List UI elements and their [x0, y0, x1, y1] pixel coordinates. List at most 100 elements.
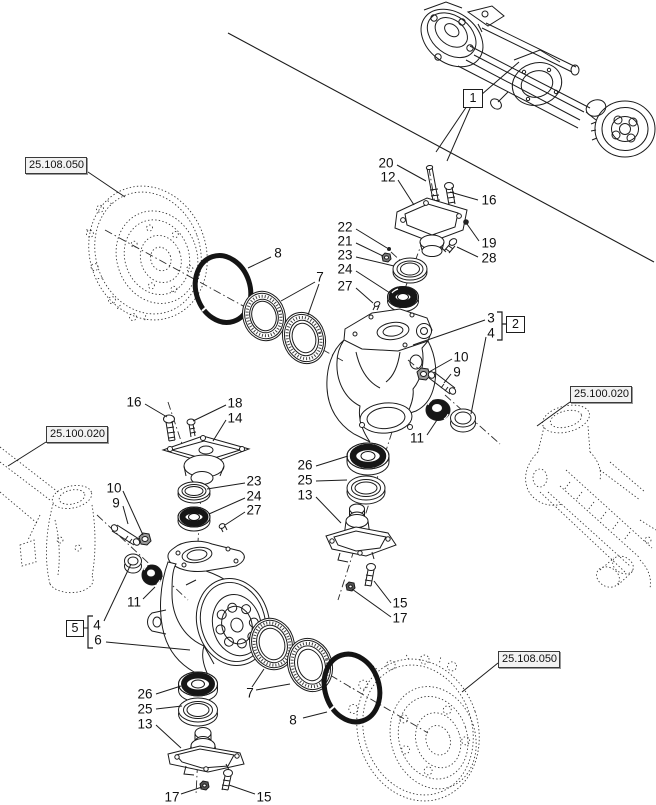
plug-27-top — [372, 301, 381, 311]
bearing-26-left — [178, 671, 218, 703]
callout-23: 23 — [337, 247, 353, 263]
axle-housing-phantom-right — [525, 404, 656, 589]
leader-line — [122, 490, 144, 536]
group-box-2[interactable]: 2 — [506, 316, 525, 333]
leader-line — [426, 419, 438, 436]
callout-17: 17 — [164, 789, 180, 805]
callout-15: 15 — [392, 595, 408, 611]
callout-23: 23 — [246, 473, 262, 489]
callout-18: 18 — [227, 395, 243, 411]
bracket-4-6 — [87, 615, 93, 649]
ref-box-25-108-050-bottom-right[interactable]: 25.108.050 — [498, 651, 560, 668]
seal-23-left — [177, 481, 211, 504]
leader-line — [280, 281, 316, 302]
leader-line — [396, 164, 427, 182]
leader-lines — [7, 61, 571, 795]
callout-7: 7 — [316, 269, 324, 285]
group-box-5[interactable]: 5 — [66, 620, 84, 637]
leader-line — [315, 479, 348, 482]
seal-rings-7-bottom — [249, 617, 334, 693]
callout-8: 8 — [289, 712, 297, 728]
upper-king-pin-cap-12 — [394, 197, 468, 257]
lower-king-pin-13-left — [167, 727, 245, 776]
leader-line — [122, 505, 129, 525]
king-pin-cap-14 — [161, 435, 251, 490]
lower-king-pin-13-right — [325, 503, 397, 563]
leader-line — [355, 242, 384, 257]
bolt-28 — [443, 238, 458, 254]
leader-line — [228, 784, 256, 795]
callout-10: 10 — [106, 480, 122, 496]
nut-17-right — [345, 581, 356, 592]
washer-22 — [387, 247, 391, 251]
leader-line — [144, 403, 168, 418]
callout-16: 16 — [126, 394, 142, 410]
ref-box-25-108-050-top-left[interactable]: 25.108.050 — [25, 157, 87, 174]
leader-line — [536, 401, 571, 427]
callout-15: 15 — [256, 789, 272, 805]
callout-26: 26 — [137, 686, 153, 702]
leader-line — [412, 319, 486, 346]
ref-box-25-100-020-right[interactable]: 25.100.020 — [570, 386, 632, 403]
group-box-1[interactable]: 1 — [463, 89, 483, 108]
leader-line — [446, 105, 472, 162]
callout-21: 21 — [337, 233, 353, 249]
callout-4: 4 — [93, 617, 101, 633]
leader-line — [480, 61, 520, 96]
callout-19: 19 — [481, 235, 497, 251]
axle-overview-illustration — [420, 1, 656, 158]
callout-13: 13 — [297, 487, 313, 503]
leader-line — [443, 373, 452, 384]
bearing-24-left — [177, 506, 211, 532]
leader-line — [307, 283, 320, 316]
callout-14: 14 — [227, 410, 243, 426]
leader-line — [180, 786, 203, 795]
leader-line — [206, 482, 246, 490]
leader-line — [192, 404, 227, 422]
nut-21 — [381, 252, 392, 263]
pin-19 — [463, 219, 469, 225]
leader-line — [355, 270, 391, 294]
callout-27: 27 — [246, 502, 262, 518]
wheel-hub-phantom-bottom-right — [348, 654, 480, 802]
ref-box-25-100-020-left[interactable]: 25.100.020 — [46, 426, 108, 443]
callout-7: 7 — [246, 685, 254, 701]
leader-line — [449, 191, 479, 201]
callout-25: 25 — [297, 472, 313, 488]
leader-line — [435, 105, 468, 153]
nut-17-left — [199, 780, 210, 791]
pin-9-left — [110, 524, 141, 546]
seal-25-left — [178, 697, 218, 727]
leader-line — [302, 711, 328, 719]
callout-12: 12 — [380, 169, 396, 185]
leader-line — [103, 563, 132, 622]
leader-line — [456, 246, 479, 258]
leader-line — [105, 641, 191, 651]
leader-line — [355, 256, 395, 267]
seal-rings-7-top — [242, 290, 327, 365]
snap-ring-8-bottom — [321, 651, 383, 725]
leader-line — [470, 336, 487, 415]
seal-25-right — [346, 475, 386, 505]
callout-8: 8 — [274, 245, 282, 261]
leader-line — [224, 511, 246, 526]
callout-24: 24 — [246, 488, 262, 504]
leader-line — [247, 256, 272, 269]
leader-line — [351, 588, 392, 618]
leader-line — [315, 496, 342, 524]
leader-line — [255, 683, 291, 691]
bearing-24-top — [387, 286, 419, 312]
callout-9: 9 — [453, 364, 461, 380]
leader-line — [155, 724, 182, 749]
bolt-15-left — [221, 769, 233, 791]
callout-10: 10 — [453, 349, 469, 365]
axle-end-phantom-left — [0, 446, 96, 594]
callout-13: 13 — [137, 716, 153, 732]
callout-9: 9 — [112, 495, 120, 511]
callout-6: 6 — [94, 632, 102, 648]
bolt-18-left — [186, 418, 197, 438]
callout-4: 4 — [487, 325, 495, 341]
leader-line — [7, 441, 47, 467]
section-divider-line — [227, 32, 655, 263]
